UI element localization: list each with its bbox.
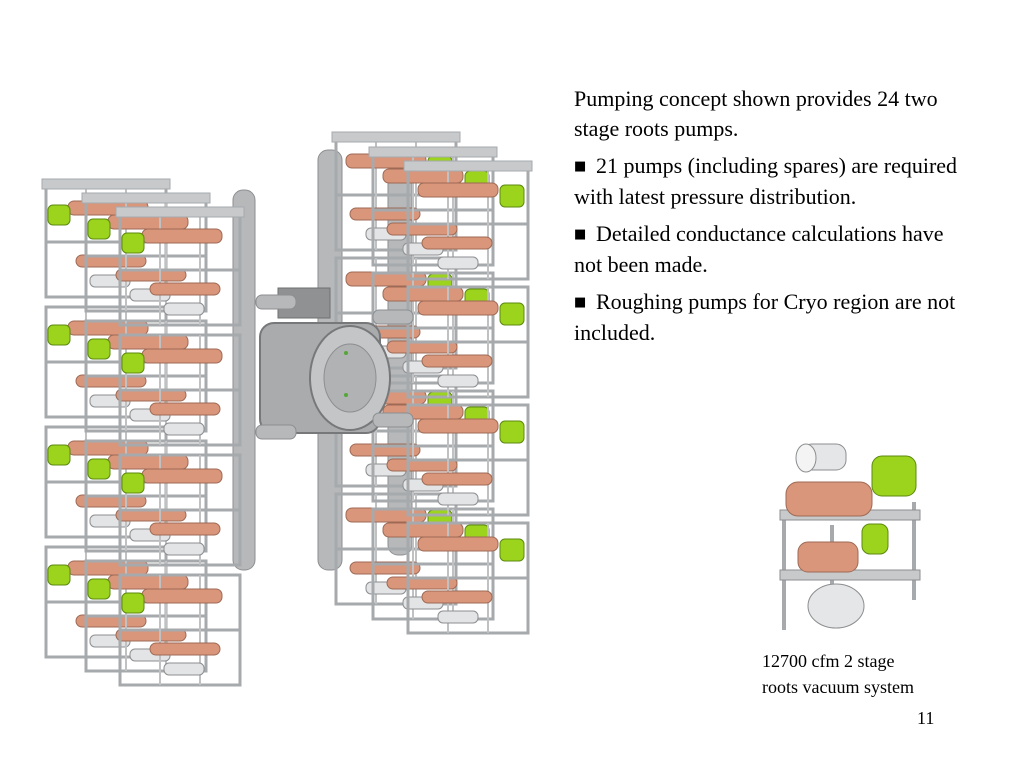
bullet-text: Detailed conductance calculations have n… xyxy=(574,221,944,277)
bullet-item: ■Roughing pumps for Cryo region are not … xyxy=(574,287,974,348)
figure-caption: 12700 cfm 2 stage roots vacuum system xyxy=(762,648,982,700)
slide-body-text: Pumping concept shown provides 24 two st… xyxy=(574,84,974,355)
bullet-item: ■Detailed conductance calculations have … xyxy=(574,219,974,280)
square-bullet-icon: ■ xyxy=(574,295,587,310)
roots-vacuum-system-illustration xyxy=(779,443,921,630)
bullet-text: Roughing pumps for Cryo region are not i… xyxy=(574,289,956,345)
bullet-text: 21 pumps (including spares) are required… xyxy=(574,153,958,209)
square-bullet-icon: ■ xyxy=(574,159,587,174)
square-bullet-icon: ■ xyxy=(574,227,587,242)
page-number: 11 xyxy=(917,708,935,728)
intro-paragraph: Pumping concept shown provides 24 two st… xyxy=(574,86,938,141)
caption-line-1: 12700 cfm 2 stage xyxy=(762,651,895,671)
pump-array-illustration xyxy=(28,95,548,695)
bullet-item: ■21 pumps (including spares) are require… xyxy=(574,151,974,212)
caption-line-2: roots vacuum system xyxy=(762,677,914,697)
